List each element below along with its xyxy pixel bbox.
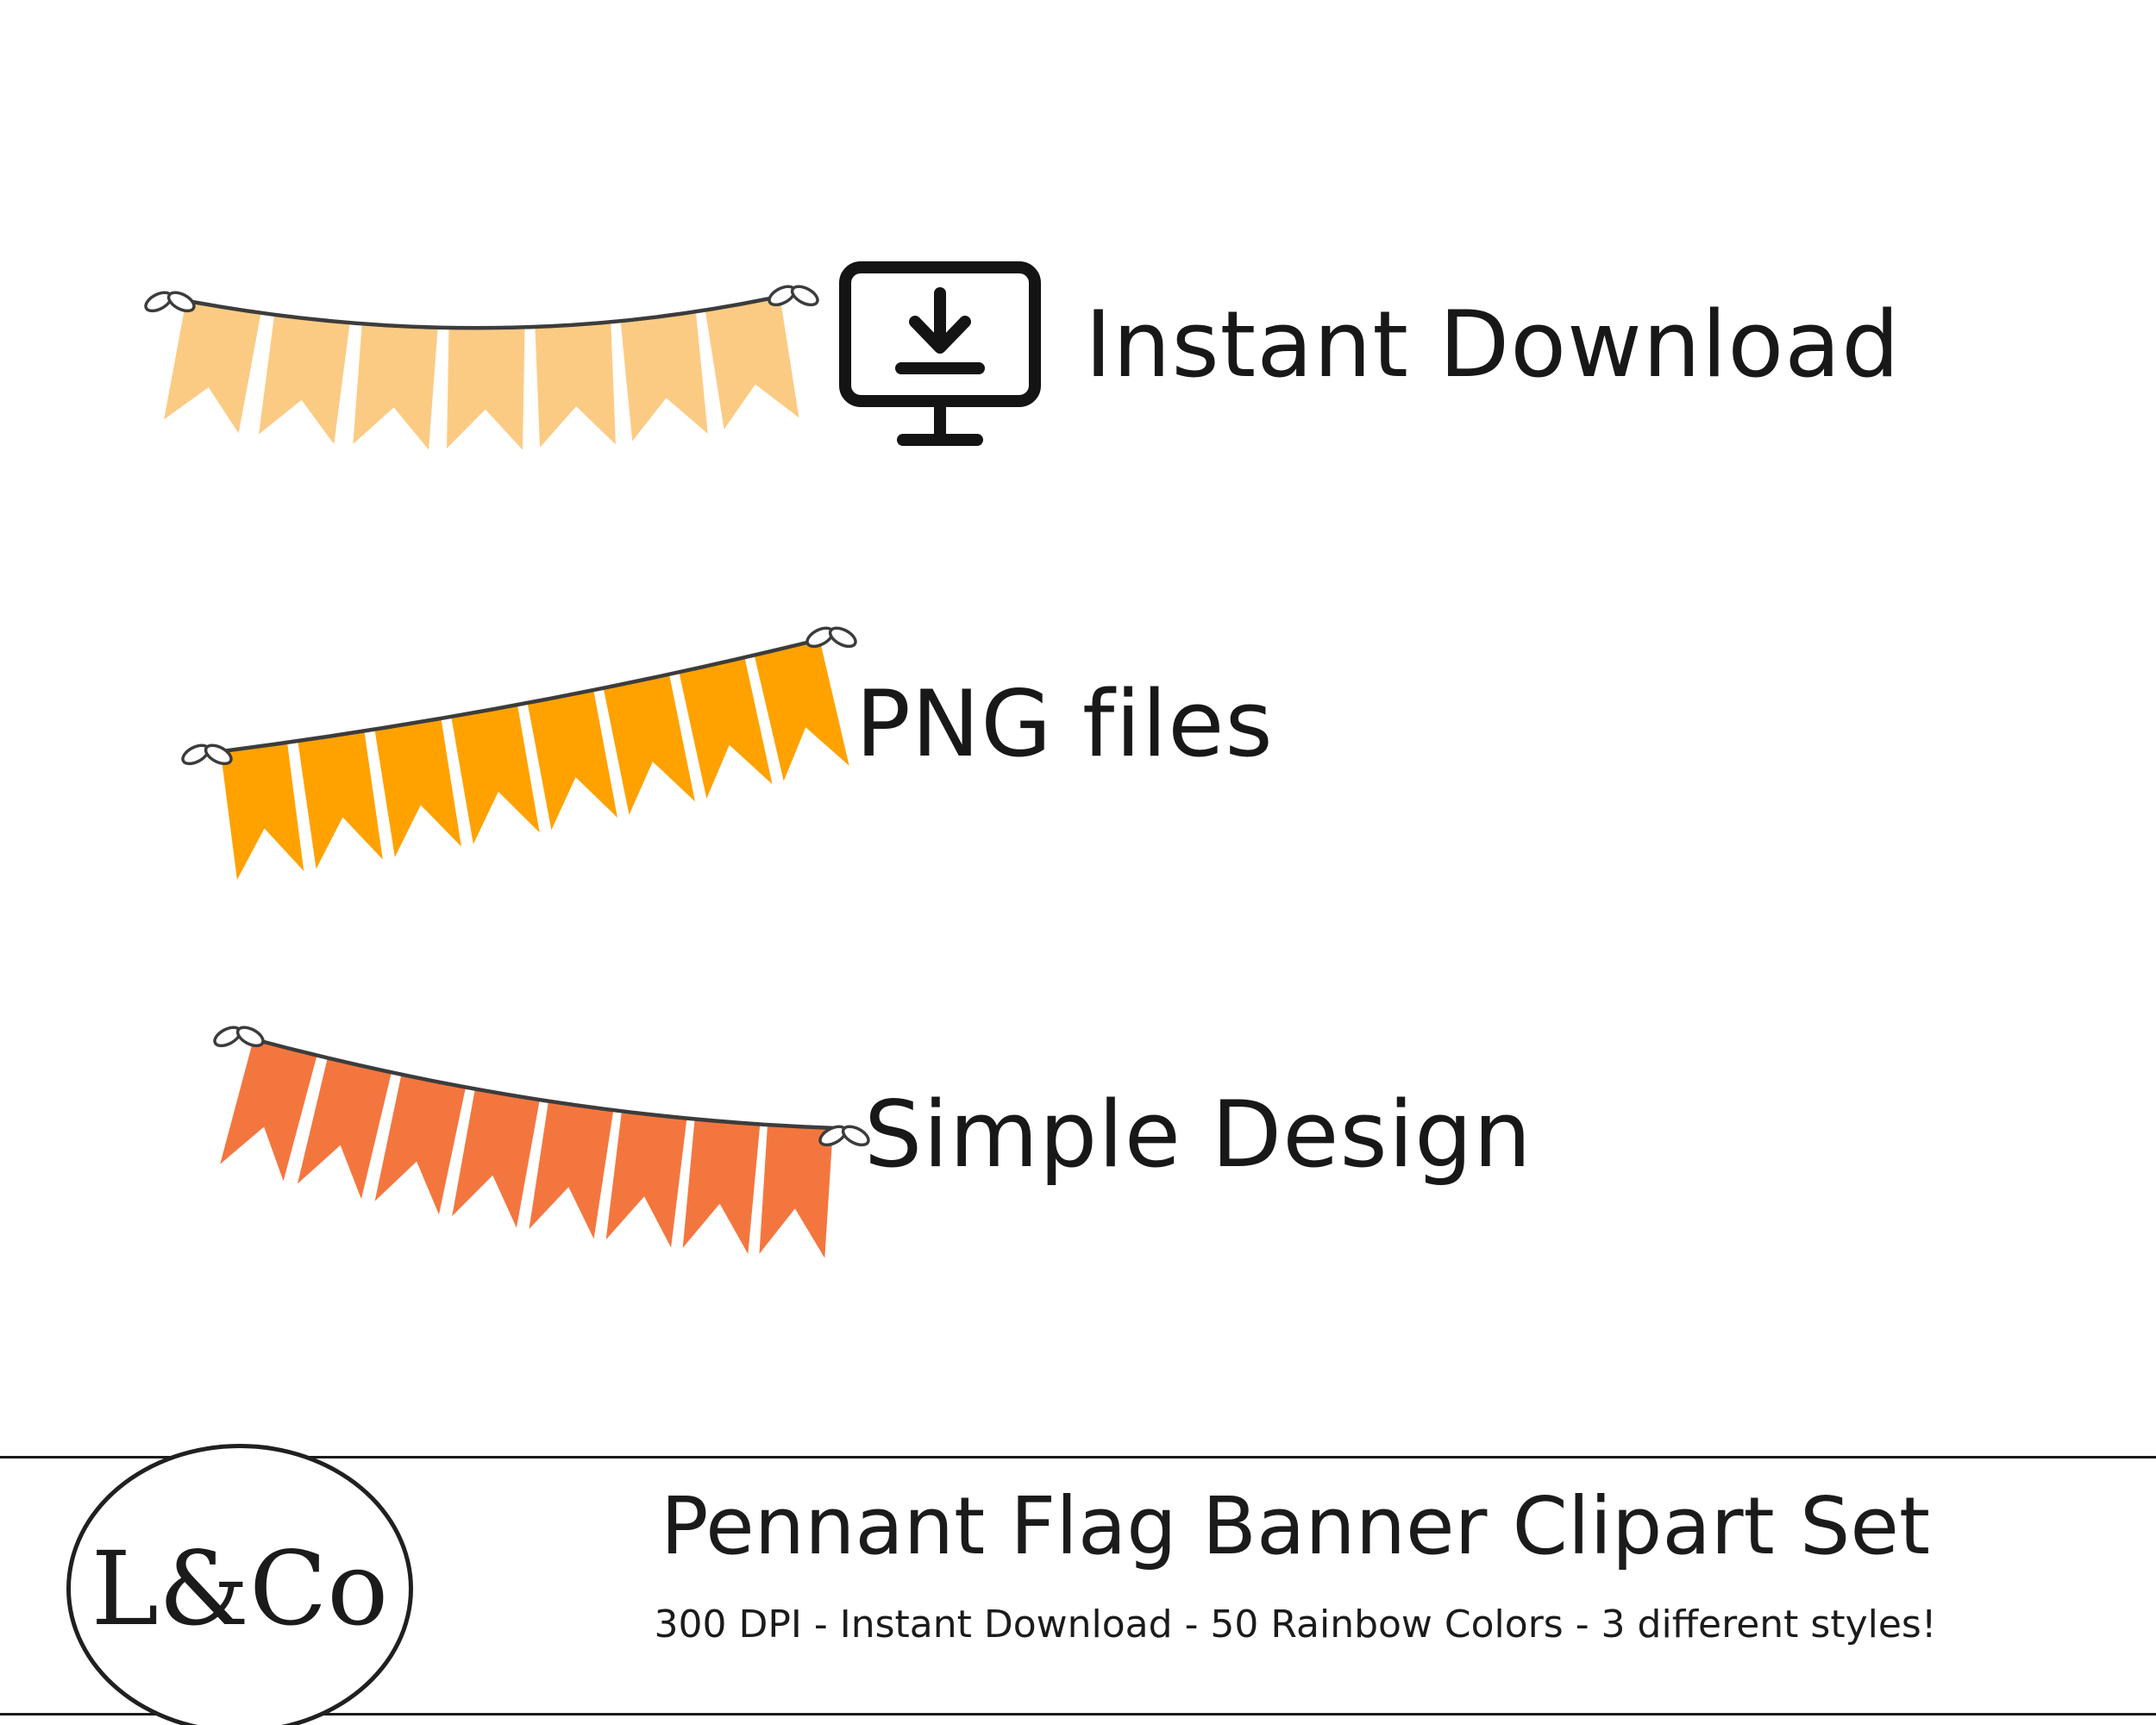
pennant-flag [603, 674, 695, 815]
footer-divider-bottom [0, 1713, 2156, 1716]
ribbon-bow-icon [818, 1125, 870, 1147]
pennant-flag [259, 314, 350, 445]
pennant-flags [220, 639, 849, 881]
ribbon-bow-icon [213, 1026, 265, 1048]
feature-label-instant-download: Instant Download [1085, 292, 1901, 398]
pennant-flag [446, 328, 525, 450]
pennant-flag [298, 731, 383, 869]
pennant-flag [297, 1057, 392, 1200]
product-subtitle: 300 DPI - Instant Download - 50 Rainbow … [654, 1603, 1937, 1647]
pennant-flag [374, 718, 461, 857]
feature-label-simple-design: Simple Design [864, 1082, 1532, 1188]
pennant-flag [535, 323, 616, 448]
pennant-flag [220, 1038, 317, 1182]
banner-string [245, 1035, 838, 1131]
pennant-flags [220, 1038, 833, 1258]
pennant-flag [452, 1088, 540, 1228]
pennant-flag [705, 298, 799, 430]
pennant-flag [164, 300, 261, 434]
pennant-flag [529, 1101, 614, 1239]
pennant-flag [679, 657, 773, 799]
pennant-flag [527, 690, 618, 831]
pennant-banner-dark-orange [213, 1026, 870, 1258]
product-title: Pennant Flag Banner Clipart Set [660, 1480, 1931, 1572]
ribbon-bow-icon [181, 743, 233, 766]
pennant-banner-orange [181, 626, 857, 881]
banner-string [176, 292, 789, 330]
ribbon-bow-icon [805, 626, 857, 649]
feature-label-png-files: PNG files [856, 671, 1274, 777]
banner-string [213, 636, 827, 755]
brand-logo-badge: L&Co [66, 1444, 413, 1725]
monitor-download-icon [839, 261, 1041, 446]
pennant-flag [759, 1125, 833, 1258]
ribbon-bow-icon [144, 291, 196, 313]
pennant-banner-light-orange [144, 285, 819, 450]
pennant-flag [220, 743, 304, 881]
pennant-flag [682, 1119, 761, 1254]
footer-divider-top [0, 1456, 2156, 1458]
ribbon-bow-icon [768, 285, 819, 307]
brand-logo-text: L&Co [91, 1529, 389, 1648]
pennant-flags [164, 298, 799, 450]
pennant-flag [451, 705, 540, 844]
pennant-flag [374, 1074, 466, 1215]
pennant-flag [754, 639, 849, 781]
pennant-flag [620, 313, 708, 442]
pennant-flag [605, 1111, 687, 1248]
pennant-flag [353, 323, 438, 450]
